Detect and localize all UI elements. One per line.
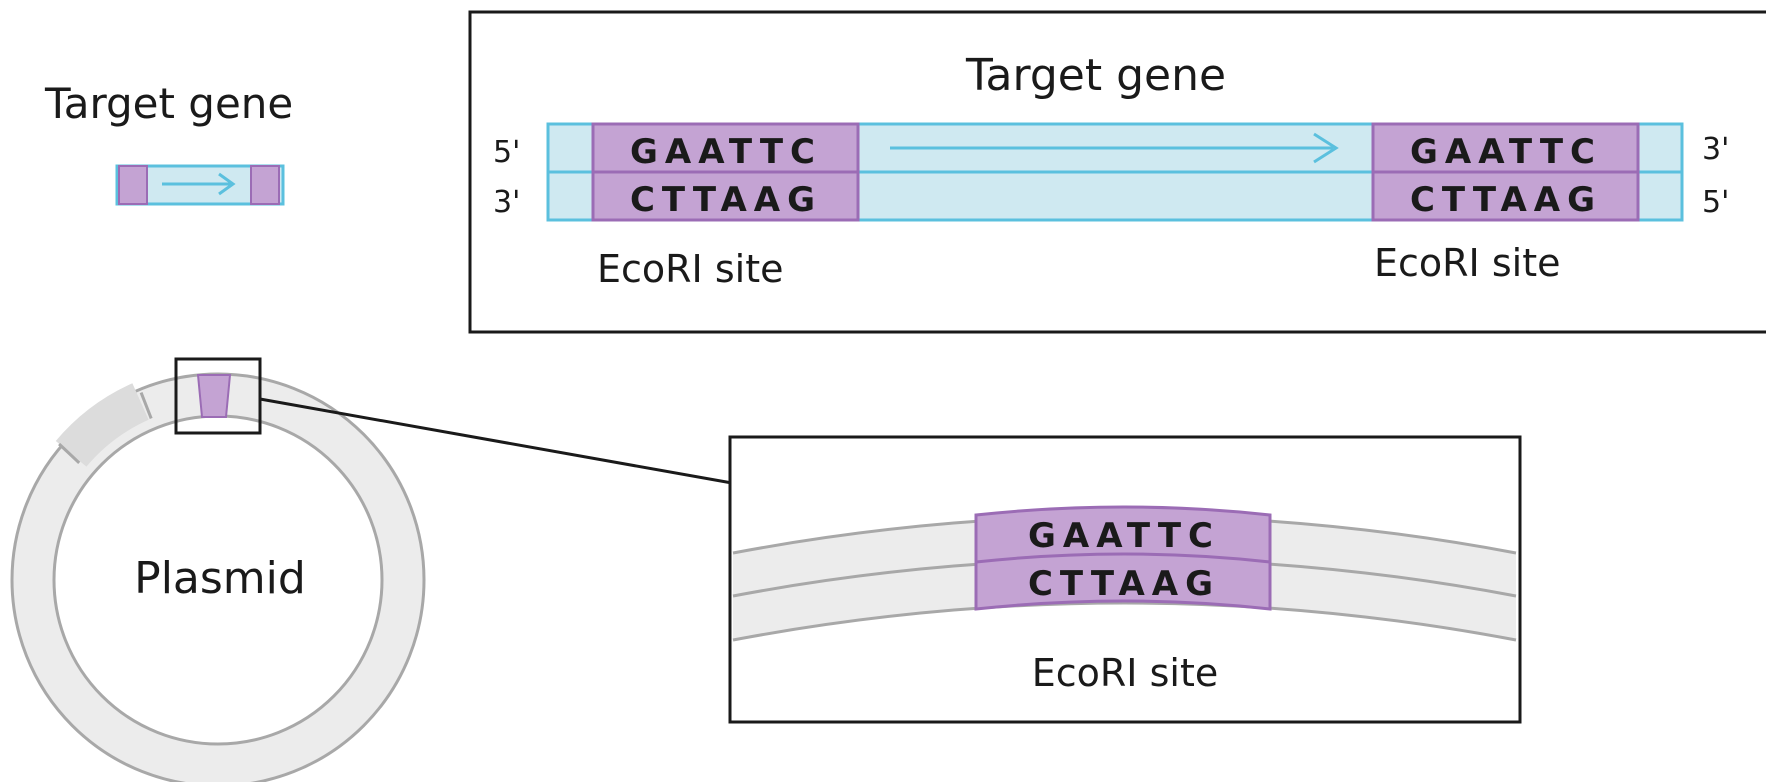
plasmid-detail-top-sequence: GAATTC xyxy=(1028,516,1220,556)
plasmid: Plasmid xyxy=(10,357,426,782)
right-site-label: EcoRI site xyxy=(1374,241,1560,285)
left-site-bottom-sequence: CTTAAG xyxy=(630,180,822,220)
top-strand-right-end: 3' xyxy=(1702,132,1729,167)
small-target-gene: Target gene xyxy=(44,79,293,206)
plasmid-detail-label: EcoRI site xyxy=(1032,651,1218,695)
zoom-connector-line xyxy=(259,397,733,485)
right-site-top-box xyxy=(1371,122,1640,174)
plasmid-label: Plasmid xyxy=(134,553,306,604)
plasmid-marker-segment xyxy=(55,383,150,468)
plasmid-zoom-box xyxy=(174,357,262,435)
small-gene-left-site xyxy=(118,165,148,205)
segment-boundary-right xyxy=(139,392,153,419)
gene-detail-title: Target gene xyxy=(965,50,1226,101)
segment-boundary-left xyxy=(58,442,81,464)
bottom-strand-left-end: 3' xyxy=(493,185,520,220)
right-site-bottom-sequence: CTTAAG xyxy=(1410,180,1602,220)
left-site-top-box xyxy=(591,122,860,174)
small-gene-right-site xyxy=(250,165,280,205)
plasmid-detail-panel: GAATTC CTTAAG EcoRI site xyxy=(728,435,1522,724)
left-site-bottom-box xyxy=(591,170,860,222)
gene-detail-panel: Target gene GAATTC CTTAAG EcoRI site GAA… xyxy=(468,10,1766,334)
right-site-top-sequence: GAATTC xyxy=(1410,132,1602,172)
small-gene-arrow-icon xyxy=(218,172,236,196)
left-site-top-sequence: GAATTC xyxy=(630,132,822,172)
plasmid-detail-site xyxy=(974,505,1272,611)
right-ecori-site: GAATTC CTTAAG EcoRI site xyxy=(1371,122,1640,285)
gene-direction-arrow-icon xyxy=(1313,132,1339,164)
plasmid-ecori-site xyxy=(196,374,232,418)
plasmid-detail-bottom-edge xyxy=(732,601,1517,642)
small-gene-title: Target gene xyxy=(44,79,293,128)
left-site-label: EcoRI site xyxy=(597,247,783,291)
left-ecori-site: GAATTC CTTAAG EcoRI site xyxy=(591,122,860,291)
top-strand-left-end: 5' xyxy=(493,135,520,170)
plasmid-detail-site-divider xyxy=(975,552,1271,564)
right-site-bottom-box xyxy=(1371,170,1640,222)
bottom-strand-right-end: 5' xyxy=(1702,185,1729,220)
plasmid-detail-bottom-sequence: CTTAAG xyxy=(1028,564,1220,604)
